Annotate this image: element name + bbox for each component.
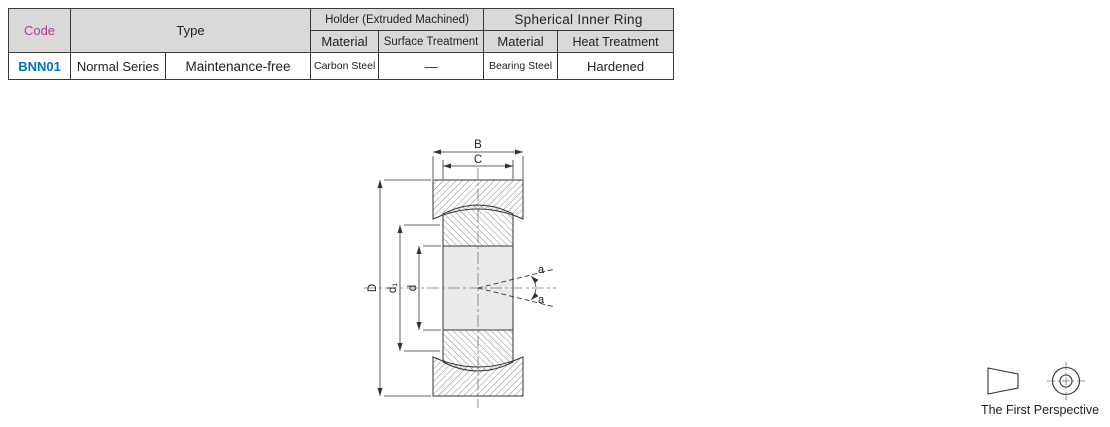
table-header-row-2: Material Surface Treatment Material Heat… — [9, 30, 675, 53]
cell-surface-treatment: — — [377, 52, 485, 80]
part-code-link[interactable]: BNN01 — [8, 52, 71, 80]
dimension-C — [442, 160, 514, 179]
dim-label-d1: d₁ — [387, 283, 399, 293]
projection-caption: The First Perspective — [981, 403, 1099, 417]
col-header-code: Code — [8, 8, 71, 53]
cell-ring-material: Bearing Steel — [483, 52, 559, 80]
dimension-D — [377, 179, 431, 397]
dim-label-C: C — [474, 154, 482, 166]
dim-label-d: d — [407, 285, 419, 291]
frustum-side-view-icon — [987, 367, 1019, 395]
tilt-angle-lines — [477, 268, 556, 308]
inner-ring-bottom-section — [442, 329, 514, 372]
dimension-B — [432, 149, 524, 179]
table-header-row-1: Code Type Holder (Extruded Machined) Sph… — [8, 8, 675, 53]
col-header-holder-material: Material — [310, 30, 379, 53]
bearing-drawing: B C D d₁ d a a — [360, 130, 570, 425]
dim-label-D: D — [367, 284, 379, 292]
frustum-end-view-inner-circle-icon — [1059, 374, 1073, 388]
first-angle-symbol-svg: The First Perspective — [981, 362, 1099, 417]
col-header-surface-treatment: Surface Treatment — [377, 30, 485, 53]
col-header-type: Type — [70, 8, 311, 53]
projection-symbol: The First Perspective — [978, 356, 1108, 425]
cell-heat-treatment: Hardened — [557, 52, 675, 80]
dimension-d — [416, 245, 441, 331]
dim-label-B: B — [474, 139, 482, 151]
bearing-cross-section-svg: B C D d₁ d a a — [364, 139, 556, 408]
angle-label-upper: a — [538, 264, 545, 276]
spec-table: Code Type Holder (Extruded Machined) Sph… — [8, 8, 675, 80]
col-header-ring-material: Material — [483, 30, 559, 53]
cell-maintenance: Maintenance-free — [165, 52, 311, 80]
col-header-heat-treatment: Heat Treatment — [557, 30, 675, 53]
dimension-d1 — [397, 224, 440, 352]
col-group-spherical-inner-ring: Spherical Inner Ring — [483, 8, 675, 31]
table-row: BNN01 Normal Series Maintenance-free Car… — [8, 52, 675, 80]
cell-series: Normal Series — [70, 52, 166, 80]
col-group-holder: Holder (Extruded Machined) — [309, 8, 485, 31]
angle-label-lower: a — [538, 294, 545, 306]
cell-holder-material: Carbon Steel — [310, 52, 379, 80]
